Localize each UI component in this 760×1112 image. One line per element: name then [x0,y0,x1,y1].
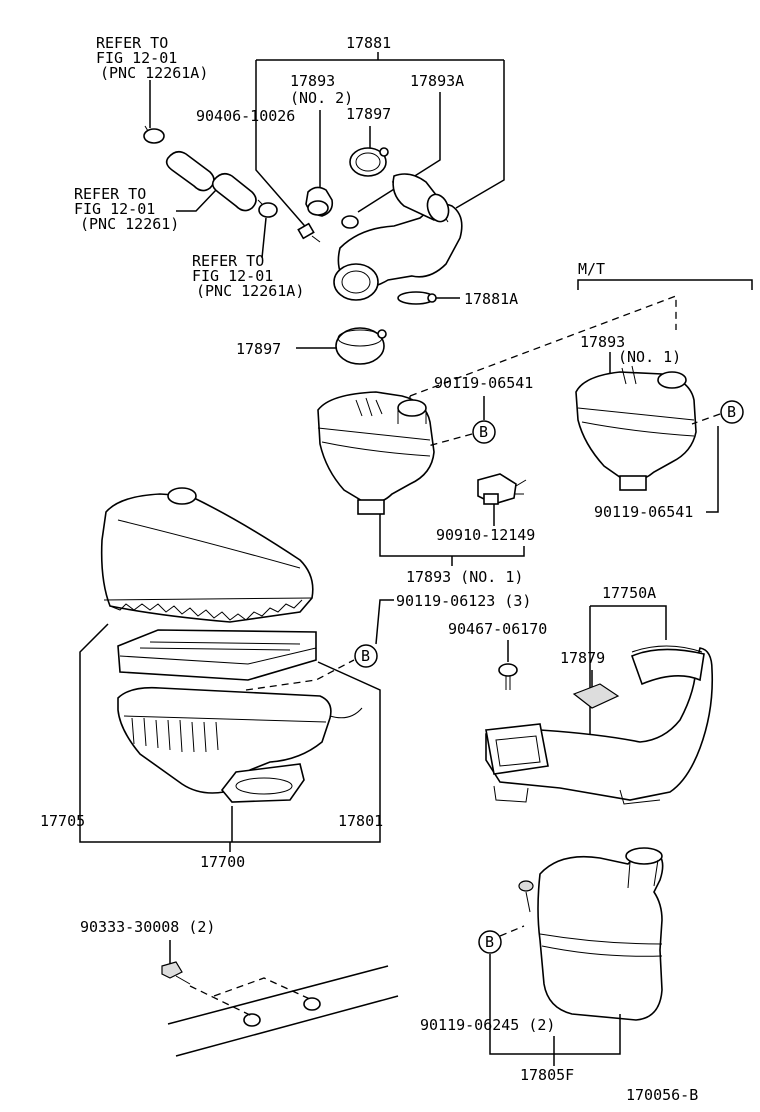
callout-b-1-letter: B [479,423,488,441]
vacuum-hose-17893-no2 [305,186,334,217]
label-17893-no2: 17893 [290,72,335,90]
label-90333-30008: 90333-30008 (2) [80,918,215,936]
leader-ref3 [261,217,267,259]
callout-b-2-letter: B [727,403,736,421]
ref-note-1-line3: (PNC 12261A) [100,64,208,82]
label-17893-mt: 17893 [580,333,625,351]
label-17879: 17879 [560,649,605,667]
callout-b-3 [354,644,378,668]
label-17881: 17881 [346,34,391,52]
bracket-17750A [590,605,667,640]
label-17705: 17705 [40,812,85,830]
air-cleaner-case [117,686,363,803]
clamp-17897-small [341,215,359,229]
vsv-90910 [477,473,527,505]
label-17805F: 17805F [520,1066,574,1084]
resonator-17893-no1 [317,391,435,515]
body-bracket [167,965,399,1057]
resonator-17805F [537,847,664,1021]
ref-note-3-line3: (PNC 12261A) [196,282,304,300]
figure-code: 170056-B [626,1086,698,1104]
label-17750A: 17750A [602,584,656,602]
callout-b-4 [478,930,502,954]
dashed-link-resonator [409,295,677,397]
label-90119-06245: 90119-06245 (2) [420,1016,555,1034]
callout-b-1 [472,420,496,444]
pad-17879 [572,683,620,709]
callout-b-3-letter: B [361,647,370,665]
label-17893-no1: 17893 (NO. 1) [406,568,523,586]
ref-note-2-line2: FIG 12-01 [74,200,155,218]
ref-note-1: REFER TO FIG 12-01 (PNC 12261A) [96,34,208,82]
ref-note-1-line2: FIG 12-01 [96,49,177,67]
label-17897-top: 17897 [346,105,391,123]
label-90910-12149: 90910-12149 [436,526,535,544]
leader-90119-06541-b [706,426,719,513]
air-filter-element-17801 [117,629,317,681]
label-17893-no2-sub: (NO. 2) [290,89,353,107]
ref-note-2-line1: REFER TO [74,185,146,203]
label-90119-06541-b: 90119-06541 [594,503,693,521]
callout-b-2 [720,400,744,424]
ref-note-1-line1: REFER TO [96,34,168,52]
bracket-17805F [489,954,621,1055]
label-17893A: 17893A [410,72,464,90]
air-intake-hose [333,173,463,301]
ref-note-2: REFER TO FIG 12-01 (PNC 12261) [74,185,179,233]
air-inlet-duct-17750A [485,645,714,805]
label-17897-mid: 17897 [236,340,281,358]
clip-90467 [498,663,518,690]
label-90406-10026: 90406-10026 [196,107,295,125]
variant-label-mt: M/T [578,260,605,278]
hose-clamp-small-1 [143,125,165,144]
label-90119-06123: 90119-06123 (3) [396,592,531,610]
label-17893-mt-sub: (NO. 1) [618,348,681,366]
bolt-90119-06245 [518,880,534,913]
ref-note-2-line3: (PNC 12261) [80,215,179,233]
clamp-17897-mid [335,327,387,365]
leader-17893A [357,92,441,213]
label-90119-06541-a: 90119-06541 [434,374,533,392]
air-cleaner-cap-17705 [100,487,314,623]
small-bolt-90406 [297,222,321,243]
label-17881A: 17881A [464,290,518,308]
label-17801: 17801 [338,812,383,830]
ref-note-3-line1: REFER TO [192,252,264,270]
label-17700: 17700 [200,853,245,871]
hose-clamp-small-2 [257,199,278,218]
hose-tube [165,150,257,212]
variant-bracket-mt [577,279,753,290]
callout-b-4-letter: B [485,933,494,951]
label-90467-06170: 90467-06170 [448,620,547,638]
clamp-17881A [397,291,437,305]
ref-note-3-line2: FIG 12-01 [192,267,273,285]
resonator-mt [575,365,697,491]
leader-ref2 [176,189,217,212]
bolt-90333 [161,961,191,985]
ref-note-3: REFER TO FIG 12-01 (PNC 12261A) [192,252,304,300]
leader-90119-06123 [375,599,394,645]
clamp-17897-top [349,147,389,177]
